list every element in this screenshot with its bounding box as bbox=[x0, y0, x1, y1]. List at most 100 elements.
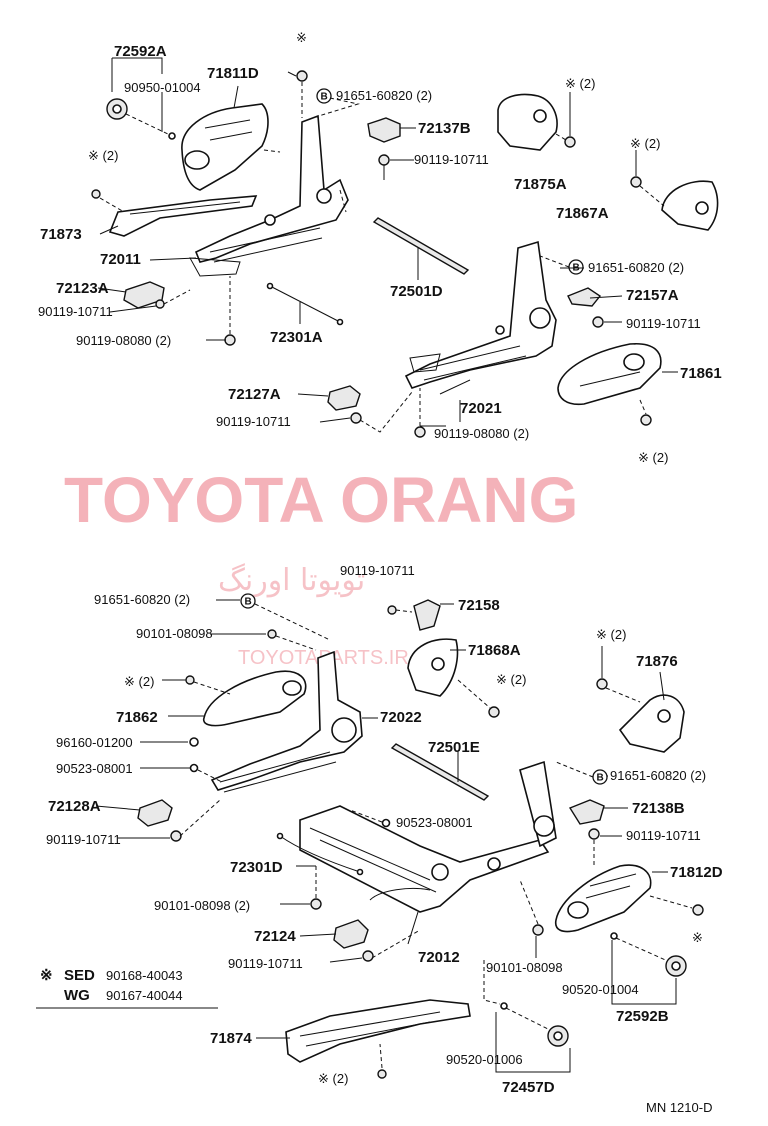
cover-71862 bbox=[185, 670, 307, 727]
label-72011: 72011 bbox=[100, 251, 141, 268]
leader-71873 bbox=[99, 225, 119, 235]
note-2-bottom-right: ※ (2) bbox=[638, 450, 668, 465]
bolt-90101-right bbox=[519, 879, 544, 936]
bolt-upper-1 bbox=[378, 154, 414, 180]
b-marker-4: B bbox=[555, 761, 608, 785]
bolt-upper-right bbox=[592, 316, 622, 328]
label-71812D: 71812D bbox=[670, 864, 723, 881]
bolt-90101-mid bbox=[310, 864, 322, 910]
label-91651-60820-1: 91651-60820 (2) bbox=[336, 88, 432, 103]
label-72301D: 72301D bbox=[230, 859, 283, 876]
label-71876: 71876 bbox=[636, 653, 678, 670]
label-72301A: 72301A bbox=[270, 329, 323, 346]
clip-72137B bbox=[367, 117, 416, 143]
watermark-main: TOYOTA ORANG bbox=[64, 464, 578, 536]
screw-top bbox=[287, 70, 308, 118]
b-marker-3: B bbox=[240, 593, 331, 641]
label-72158: 72158 bbox=[458, 597, 500, 614]
leader-71876 bbox=[659, 671, 665, 701]
note-2-top-right: ※ (2) bbox=[565, 76, 595, 91]
label-90523-08001-2: 90523-08001 bbox=[396, 815, 473, 830]
label-90523-08001-1: 90523-08001 bbox=[56, 761, 133, 776]
label-71861: 71861 bbox=[680, 365, 722, 382]
cover-71811D bbox=[181, 85, 281, 191]
clip-72158 bbox=[387, 599, 441, 631]
cap-72128A bbox=[137, 799, 221, 842]
label-72123A: 72123A bbox=[56, 280, 109, 297]
leader-72128A bbox=[95, 805, 141, 811]
rail-71873 bbox=[91, 189, 258, 237]
washer-90523-2 bbox=[349, 809, 391, 828]
label-72127A: 72127A bbox=[228, 386, 281, 403]
label-90101-08098-1: 90101-08098 bbox=[136, 626, 213, 641]
watermark-persian: تویوتا اورنگ bbox=[218, 563, 365, 598]
svg-text:B: B bbox=[597, 773, 604, 784]
note-2-lower-left: ※ (2) bbox=[124, 674, 154, 689]
label-72012: 72012 bbox=[418, 949, 460, 966]
bolt-90119-08080-upper bbox=[224, 276, 236, 346]
label-90119-10711-7: 90119-10711 bbox=[626, 828, 701, 843]
rail-71874 bbox=[285, 999, 471, 1079]
svg-text:B: B bbox=[321, 92, 328, 103]
leader-bolt-72127A bbox=[319, 417, 351, 423]
knob-72592B bbox=[610, 932, 687, 1005]
knob-72592A bbox=[106, 57, 176, 140]
cap-72123A bbox=[123, 281, 191, 309]
note-2-lower-mid: ※ (2) bbox=[496, 672, 526, 687]
cable-72301D bbox=[276, 832, 431, 901]
label-91651-60820-3: 91651-60820 (2) bbox=[94, 592, 190, 607]
leader-72123A bbox=[97, 287, 127, 293]
leader-72011 bbox=[149, 257, 197, 261]
legend-mark: ※ bbox=[40, 967, 53, 984]
bracket-71875A bbox=[497, 92, 576, 151]
knob-72457D bbox=[483, 960, 571, 1073]
cap-72127A bbox=[327, 385, 413, 433]
clip-72157A bbox=[567, 287, 602, 307]
label-72457D: 72457D bbox=[502, 1079, 555, 1096]
leader-72124 bbox=[299, 933, 337, 937]
label-72501E: 72501E bbox=[428, 739, 480, 756]
bolt-90101-upper bbox=[267, 629, 317, 651]
cover-71812D bbox=[554, 864, 704, 933]
label-90520-01006: 90520-01006 bbox=[446, 1052, 523, 1067]
label-72501D: 72501D bbox=[390, 283, 443, 300]
cover-71861 bbox=[557, 343, 678, 426]
label-72021: 72021 bbox=[460, 400, 502, 417]
b-marker-1: B bbox=[311, 88, 360, 119]
label-72138B: 72138B bbox=[632, 800, 685, 817]
label-72157A: 72157A bbox=[626, 287, 679, 304]
label-90119-10711-5: 90119-10711 bbox=[340, 563, 415, 578]
leader-bolt-72123A bbox=[109, 305, 157, 313]
label-90119-08080-2: 90119-08080 (2) bbox=[434, 426, 529, 441]
cover-71867A bbox=[630, 150, 719, 231]
label-71868A: 71868A bbox=[468, 642, 521, 659]
label-91651-60820-2: 91651-60820 (2) bbox=[588, 260, 684, 275]
label-90119-10711-3: 90119-10711 bbox=[626, 316, 701, 331]
label-72592B: 72592B bbox=[616, 1008, 669, 1025]
label-96160-01200: 96160-01200 bbox=[56, 735, 133, 750]
note-2-left: ※ (2) bbox=[88, 148, 118, 163]
leader-bolt-72124 bbox=[329, 957, 363, 963]
washer-90523-1 bbox=[189, 763, 223, 783]
legend-sed-number: 90168-40043 bbox=[106, 968, 183, 983]
label-90520-01004: 90520-01004 bbox=[562, 982, 639, 997]
label-72592A: 72592A bbox=[114, 43, 167, 60]
frame-72021 bbox=[404, 240, 557, 389]
cable-72301A bbox=[266, 282, 344, 326]
cap-72124 bbox=[333, 919, 421, 962]
label-90119-08080-1: 90119-08080 (2) bbox=[76, 333, 171, 348]
label-71874: 71874 bbox=[210, 1030, 252, 1047]
leader-72021 bbox=[439, 379, 471, 395]
note-2-bottom: ※ (2) bbox=[318, 1071, 348, 1086]
label-90101-08098-2: 90101-08098 (2) bbox=[154, 898, 250, 913]
bar-72501E bbox=[390, 743, 490, 801]
bolt-lower-right bbox=[588, 828, 622, 868]
bar-72501D bbox=[372, 217, 470, 280]
note-2-right: ※ (2) bbox=[630, 136, 660, 151]
label-72137B: 72137B bbox=[418, 120, 471, 137]
leader-72127A bbox=[297, 393, 329, 397]
leader-72157A bbox=[589, 295, 623, 299]
note-mark-right: ※ bbox=[692, 930, 703, 945]
label-71873: 71873 bbox=[40, 226, 82, 243]
